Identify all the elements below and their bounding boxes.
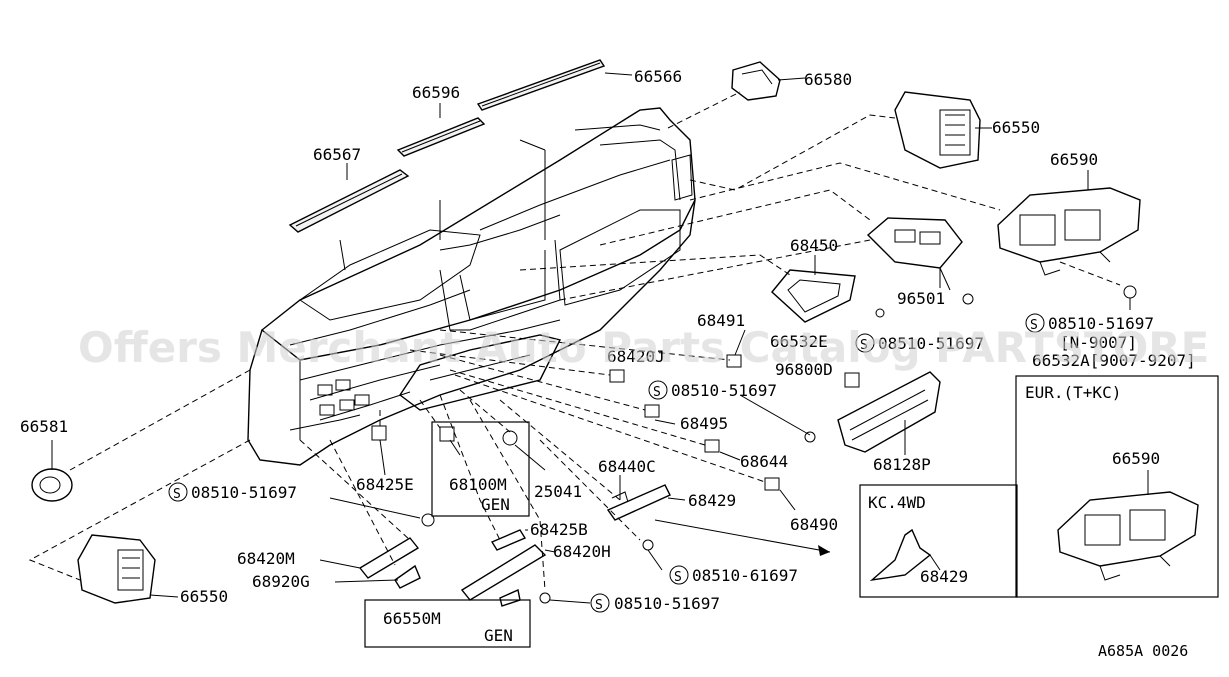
label-96501: 96501 xyxy=(897,289,945,308)
label-gen-1: GEN xyxy=(481,495,510,514)
label-66550-bottom: 66550 xyxy=(180,587,228,606)
label-leaders xyxy=(51,72,1089,604)
label-68420h: 68420H xyxy=(553,542,611,561)
part-66550-top-shape xyxy=(894,91,981,169)
label-n9007: [N-9007] xyxy=(1060,333,1137,352)
svg-text:S: S xyxy=(173,487,181,502)
svg-text:S: S xyxy=(653,385,661,400)
part-68429-shape xyxy=(606,484,671,521)
gen-box-2 xyxy=(364,599,531,648)
label-66590-box: 66590 xyxy=(1112,449,1160,468)
label-66596: 66596 xyxy=(412,83,460,102)
label-66532a: 66532A[9007-9207] xyxy=(1032,351,1196,370)
variant-kc-title: KC.4WD xyxy=(868,493,926,512)
label-68450: 68450 xyxy=(790,236,838,255)
defroster-strips xyxy=(288,59,606,233)
label-66550-top: 66550 xyxy=(992,118,1040,137)
label-68429-box: 68429 xyxy=(920,567,968,586)
part-labels: 66566 66580 66596 66550 66567 66590 6845… xyxy=(20,67,1196,660)
part-68128p-shape xyxy=(837,371,941,453)
gen-box-1 xyxy=(431,421,530,517)
label-66532e: 66532E xyxy=(770,332,828,351)
instrument-panel xyxy=(247,107,696,466)
label-08510-61697: 08510-61697 xyxy=(692,566,798,585)
svg-text:S: S xyxy=(595,598,603,613)
part-66580-shape xyxy=(731,61,781,101)
part-66590-top-shape xyxy=(997,187,1141,276)
label-68425e: 68425E xyxy=(356,475,414,494)
label-66567: 66567 xyxy=(313,145,361,164)
part-66550-bottom-shape xyxy=(77,534,156,604)
label-68420j: 68420J xyxy=(607,347,665,366)
label-08510-top: 08510-51697 xyxy=(1048,314,1154,333)
variant-box-kc xyxy=(859,484,1018,598)
diagram-code: A685A 0026 xyxy=(1098,642,1188,660)
s-markers: S S S S S S xyxy=(168,313,1045,613)
clip-icons xyxy=(371,354,860,491)
label-66566: 66566 xyxy=(634,67,682,86)
label-68420m: 68420M xyxy=(237,549,295,568)
label-68100m: 68100M xyxy=(449,475,507,494)
label-66590-top: 66590 xyxy=(1050,150,1098,169)
label-68440c: 68440C xyxy=(598,457,656,476)
variant-arrow xyxy=(654,519,831,556)
label-08510-bottom: 08510-51697 xyxy=(614,594,720,613)
variant-box-eur xyxy=(1015,375,1219,598)
label-08510-mid: 08510-51697 xyxy=(878,334,984,353)
svg-text:S: S xyxy=(860,338,868,353)
label-68425b: 68425B xyxy=(530,520,588,539)
label-68491: 68491 xyxy=(697,311,745,330)
label-08510-b: 08510-51697 xyxy=(671,381,777,400)
label-68429: 68429 xyxy=(688,491,736,510)
label-gen-2: GEN xyxy=(484,626,513,645)
label-96800d: 96800D xyxy=(775,360,833,379)
label-68920g: 68920G xyxy=(252,572,310,591)
s-marker-text: S xyxy=(1030,318,1038,333)
part-66581-shape xyxy=(31,468,73,502)
label-08510-left: 08510-51697 xyxy=(191,483,297,502)
label-68490: 68490 xyxy=(790,515,838,534)
label-68128p: 68128P xyxy=(873,455,931,474)
label-66550m: 66550M xyxy=(383,609,441,628)
part-68420m-shape xyxy=(358,537,421,589)
part-96501-shape xyxy=(866,217,974,305)
label-66581: 66581 xyxy=(20,417,68,436)
part-68420h-shape xyxy=(460,529,547,607)
dashed-leader-lines xyxy=(28,91,1121,591)
label-68495: 68495 xyxy=(680,414,728,433)
watermark-text: Offers Merchant Auto Parts Catalog PARTS… xyxy=(78,323,1209,372)
label-68644: 68644 xyxy=(740,452,788,471)
svg-text:S: S xyxy=(674,570,682,585)
label-66580: 66580 xyxy=(804,70,852,89)
label-25041: 25041 xyxy=(534,482,582,501)
part-68450-shape xyxy=(771,269,856,323)
variant-eur-title: EUR.(T+KC) xyxy=(1025,383,1121,402)
